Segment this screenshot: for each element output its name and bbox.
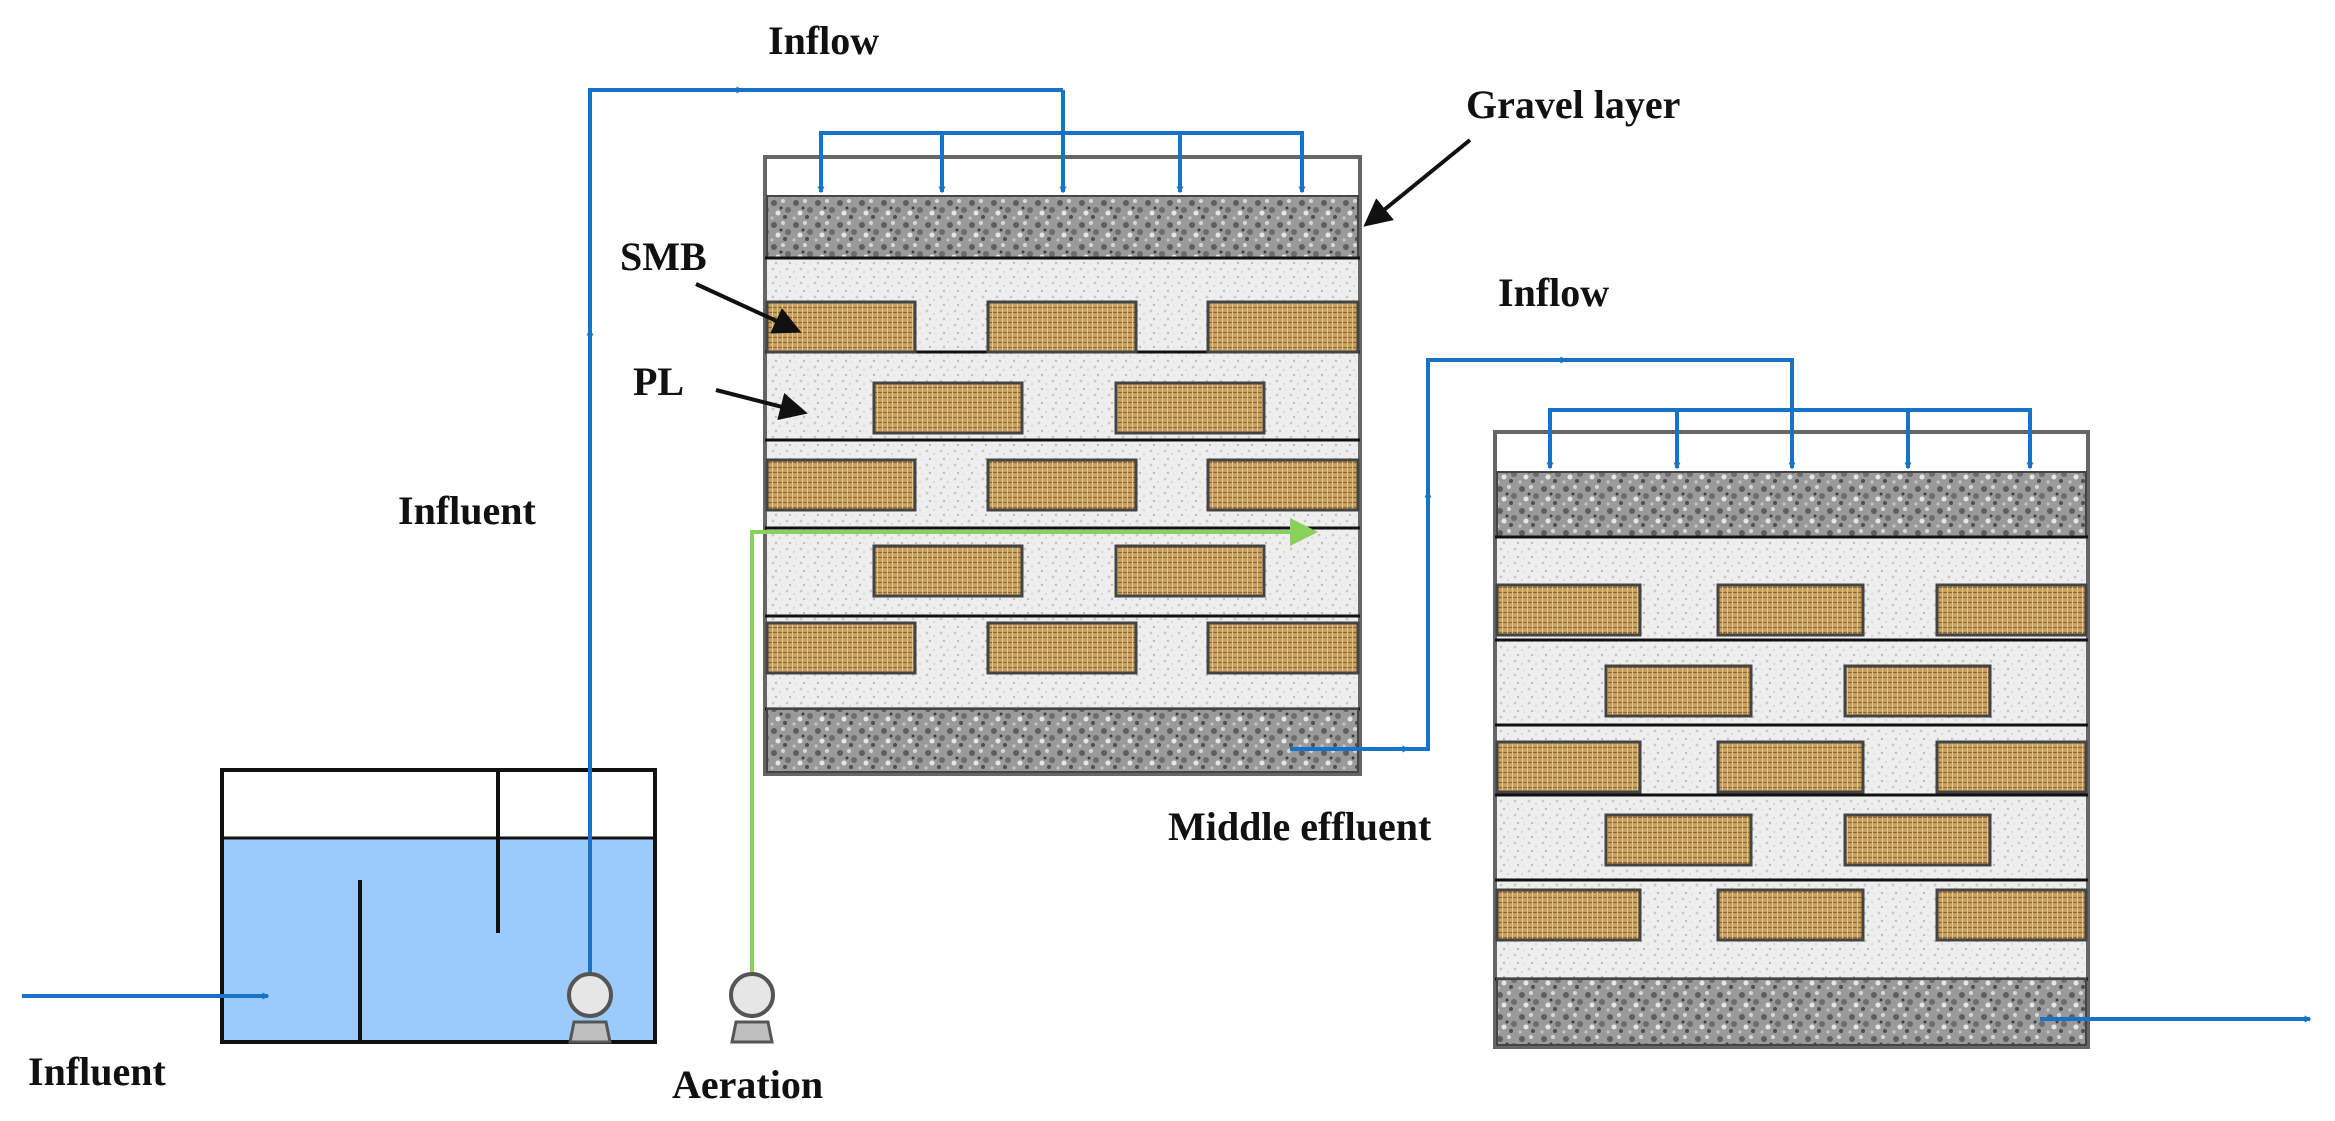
smb-block	[765, 458, 917, 512]
smb-block	[872, 381, 1024, 435]
smb-block	[1843, 664, 1992, 718]
smb-block	[986, 300, 1138, 354]
wetland-bed-2	[1493, 430, 2090, 1049]
smb-block	[1716, 888, 1865, 942]
smb-block	[1206, 621, 1360, 675]
smb-block	[1206, 300, 1360, 354]
wetland-bed-1	[763, 155, 1362, 776]
smb-label: SMB	[620, 234, 707, 279]
smb-block	[1114, 381, 1266, 435]
tank-outline	[220, 768, 657, 1044]
aeration-line	[750, 518, 1318, 972]
gravel-pointer-arrow	[1363, 138, 1472, 227]
middle-effluent-label: Middle effluent	[1168, 804, 1432, 849]
middle-effluent-line	[1290, 356, 1794, 753]
smb-block	[1843, 813, 1992, 867]
smb-block	[1935, 583, 2088, 637]
smb-block	[986, 458, 1138, 512]
gravel-layer-label: Gravel layer	[1466, 82, 1680, 127]
smb-block	[1495, 888, 1642, 942]
smb-block	[1935, 888, 2088, 942]
smb-block	[1716, 740, 1865, 794]
pl-label: PL	[633, 359, 684, 404]
smb-pointer-arrow	[695, 282, 802, 334]
smb-block	[986, 621, 1138, 675]
bed1-top-gravel	[766, 195, 1359, 259]
smb-block	[1604, 664, 1753, 718]
smb-block	[765, 621, 917, 675]
smb-block	[1495, 740, 1642, 794]
feed-tank	[220, 768, 657, 1044]
smb-block	[872, 544, 1024, 598]
inflow-right-label: Inflow	[1498, 270, 1609, 315]
bed2-distributor	[1546, 408, 2034, 470]
bed1-distributor	[817, 131, 1306, 194]
smb-block	[1716, 583, 1865, 637]
bed2-top-gravel	[1496, 471, 2087, 538]
pump-icon	[729, 972, 775, 1044]
bed1-bottom-gravel	[766, 708, 1359, 773]
pump-icon	[567, 972, 613, 1044]
pl-pointer-arrow	[715, 388, 808, 421]
smb-block	[1114, 544, 1266, 598]
influent-riser-label: Influent	[398, 488, 536, 533]
smb-block	[1206, 458, 1360, 512]
smb-block	[1604, 813, 1753, 867]
aeration-label: Aeration	[672, 1062, 823, 1107]
bed2-bottom-gravel	[1496, 978, 2087, 1046]
smb-block	[1495, 583, 1642, 637]
inflow-top-label: Inflow	[768, 18, 879, 63]
feed-line	[586, 86, 1065, 975]
smb-block	[1935, 740, 2088, 794]
influent-tank-label: Influent	[28, 1049, 166, 1094]
